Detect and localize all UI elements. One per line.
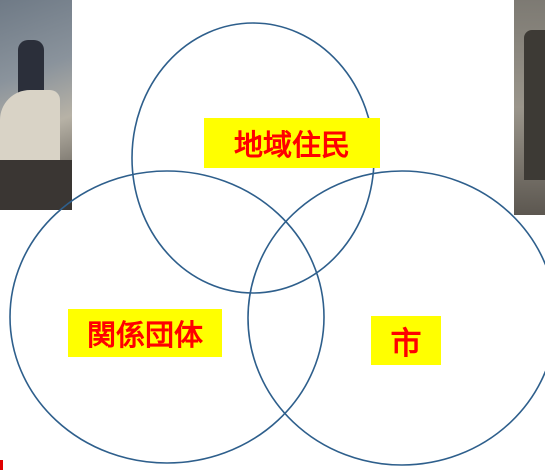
- label-organizations: 関係団体: [68, 309, 222, 357]
- photo-floor: [0, 160, 72, 210]
- photo-person-figure: [0, 90, 60, 165]
- photo-left: [0, 0, 72, 210]
- photo-right: [514, 0, 545, 215]
- red-corner-mark: [0, 460, 3, 470]
- photo-person-figure: [524, 30, 545, 180]
- label-city: 市: [371, 316, 441, 365]
- label-residents: 地域住民: [204, 118, 380, 168]
- venn-circle-city: [247, 170, 545, 466]
- venn-circle-organizations: [9, 170, 325, 464]
